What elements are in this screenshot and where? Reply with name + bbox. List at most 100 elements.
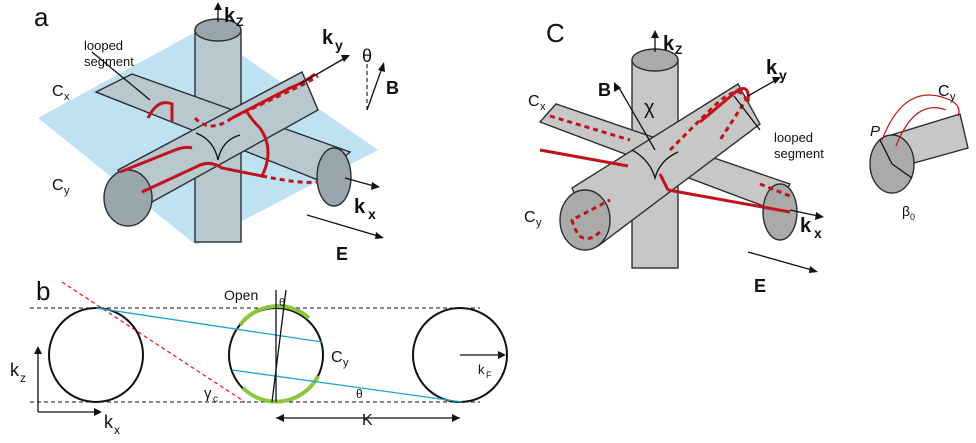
kz-b-sub: z: [20, 371, 26, 385]
looped-label-1: looped: [84, 38, 123, 53]
e-c-head: [809, 266, 818, 273]
looped-c-1: looped: [774, 130, 813, 145]
b-label: B: [386, 78, 399, 98]
ky-c-sub: y: [779, 67, 787, 83]
kx-c-head: [815, 212, 824, 220]
cy-b: C: [331, 349, 343, 366]
kf-sub: F: [486, 370, 492, 380]
kz-c: k: [663, 33, 675, 55]
cap-y: [103, 169, 153, 227]
cap-x: [316, 147, 352, 207]
kz-arrow: [214, 2, 222, 10]
theta-top: θ: [279, 297, 285, 309]
inset-radius: [879, 139, 893, 165]
kx-axis-c: [789, 209, 819, 217]
panel-a-label: a: [34, 2, 49, 32]
circle-left: [48, 307, 144, 403]
tilted-line: [271, 289, 287, 403]
K-left-head: [276, 414, 284, 422]
orbit-a2: [193, 74, 319, 128]
orbit-c1: [539, 148, 629, 168]
kz-label: k: [224, 5, 236, 27]
b-arrow-c: [617, 85, 656, 151]
kx-c: k: [800, 215, 812, 237]
kx-b-sub: x: [114, 423, 120, 437]
cy-inset-sub: y: [950, 91, 956, 103]
cy-inset: C: [938, 83, 950, 100]
beta-label: β: [902, 203, 910, 219]
cyan-line-1: [95, 307, 323, 343]
b-c-head: [614, 82, 621, 92]
e-c: E: [754, 276, 766, 296]
orbit-c7: [570, 198, 611, 241]
b-c: B: [598, 80, 611, 100]
cy-b-sub: y: [343, 357, 349, 369]
b-arrowhead: [378, 62, 385, 72]
beta-sub: 0: [910, 212, 915, 222]
panel-b-label: b: [36, 276, 50, 306]
kx-b: k: [104, 412, 114, 432]
K-label: K: [362, 412, 373, 429]
gamma-sub: c: [213, 394, 218, 405]
e-arrow-c: [747, 251, 813, 271]
kx-sub: x: [368, 206, 376, 222]
ky-c-head: [772, 77, 781, 84]
theta-label: θ: [362, 46, 372, 66]
ky-c: k: [766, 57, 778, 79]
cy-c-sub: y: [536, 217, 542, 229]
orbit-c4: [699, 87, 750, 124]
cy-c: C: [524, 209, 536, 226]
junction-c: [631, 149, 679, 181]
cyan-line-2: [231, 369, 463, 403]
orbit-a1: [146, 101, 174, 122]
open-arc-top: [238, 304, 311, 327]
p-label: P: [870, 123, 880, 140]
open-label: Open: [224, 287, 258, 303]
kz-c-head: [651, 30, 659, 38]
cx-c-sub: x: [540, 101, 546, 113]
kx-axis: [344, 177, 375, 187]
ky-sub: y: [335, 37, 343, 53]
e-label: E: [336, 244, 348, 264]
looped-pointer-a: [91, 51, 151, 101]
orbit-c3: [668, 90, 748, 152]
theta-bottom: θ: [356, 387, 363, 401]
kf-label: k: [478, 362, 485, 377]
cy-sub: y: [64, 185, 70, 197]
kx-arrow: [371, 182, 380, 190]
inset-orbit-outer: [881, 94, 960, 141]
cap-y-c: [559, 189, 611, 251]
panel-a: a k Z k y k x θ B E C x C y looped segme…: [34, 2, 399, 264]
gamma-label: γ: [204, 385, 212, 402]
cx-label: C: [52, 83, 64, 100]
orbit-a5: [141, 109, 270, 194]
orbit-c6: [658, 173, 670, 191]
e-field-arrow: [306, 214, 379, 237]
ky-arrow: [341, 55, 350, 62]
cy-label: C: [52, 177, 64, 194]
looped-pointer-c: [733, 95, 761, 131]
kz-b: k: [10, 360, 20, 380]
e-arrowhead: [375, 232, 384, 239]
cx-sub: x: [64, 91, 70, 103]
chi-label: χ: [644, 97, 655, 119]
inset-orbit-inner: [895, 107, 947, 147]
kz-sub: Z: [236, 15, 243, 29]
kx-b-head: [94, 408, 102, 416]
orbit-c2: [549, 114, 631, 142]
junction: [195, 132, 241, 161]
ky-label: k: [322, 27, 334, 49]
kx-label: k: [354, 196, 366, 218]
ky-axis-c: [747, 79, 777, 97]
red-dashed-line: [61, 281, 246, 403]
kx-c-sub: x: [814, 225, 822, 241]
ky-axis: [299, 57, 346, 85]
open-arc-bottom: [241, 375, 320, 404]
orbit-a4: [119, 145, 193, 174]
panel-d-inset: C y P β 0: [869, 83, 969, 222]
looped-label-2: segment: [84, 54, 134, 69]
K-right-head: [452, 414, 460, 422]
panel-c-label: C: [546, 18, 565, 48]
looped-c-2: segment: [774, 146, 824, 161]
